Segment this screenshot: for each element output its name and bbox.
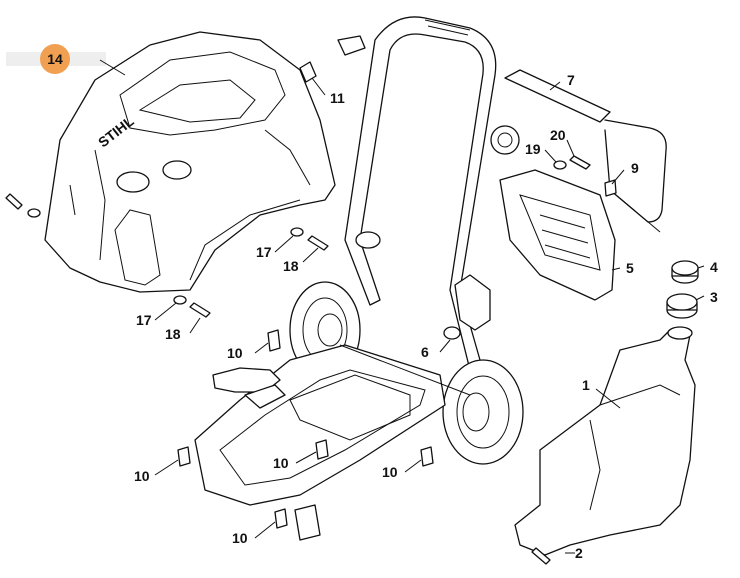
base-chassis	[194, 344, 471, 541]
highlight-circle	[40, 44, 70, 74]
part-label-10a: 10	[227, 345, 243, 361]
cap-4	[671, 260, 699, 284]
part-label-5: 5	[626, 260, 634, 276]
part-label-10d: 10	[382, 464, 398, 480]
part-label-7: 7	[567, 72, 575, 88]
hood-cover: STIHL	[44, 31, 336, 293]
screw-left	[5, 193, 41, 218]
part-label-11: 11	[330, 90, 345, 106]
nameplate	[504, 69, 611, 123]
leader-lines	[154, 77, 705, 554]
part-label-14: 14	[47, 51, 63, 67]
part-label-10c: 10	[273, 455, 289, 471]
part-label-4: 4	[710, 259, 718, 275]
hose-frame	[604, 119, 667, 233]
part-label-18a: 18	[283, 258, 299, 274]
part-label-9: 9	[631, 160, 639, 176]
part-label-6: 6	[421, 344, 429, 360]
part-label-10e: 10	[232, 530, 248, 546]
part-label-19: 19	[525, 141, 541, 157]
part-label-1: 1	[582, 377, 590, 393]
tank	[514, 326, 696, 556]
callout-14[interactable]: 14	[6, 44, 126, 76]
hardware	[173, 61, 617, 565]
part-label-10b: 10	[134, 468, 150, 484]
part-labels: 1 2 3 4 5 6 7 9 10 10 10 10 10 11 17 17 …	[134, 72, 718, 561]
part-label-17a: 17	[256, 244, 272, 260]
cap-3	[666, 293, 698, 319]
part-label-2: 2	[575, 545, 583, 561]
storage-tray	[499, 169, 616, 301]
handle-frame	[337, 16, 520, 371]
part-label-20: 20	[550, 127, 566, 143]
part-label-17b: 17	[136, 312, 152, 328]
wheel-right	[442, 359, 524, 465]
part-label-18b: 18	[165, 326, 181, 342]
part-label-3: 3	[710, 289, 718, 305]
